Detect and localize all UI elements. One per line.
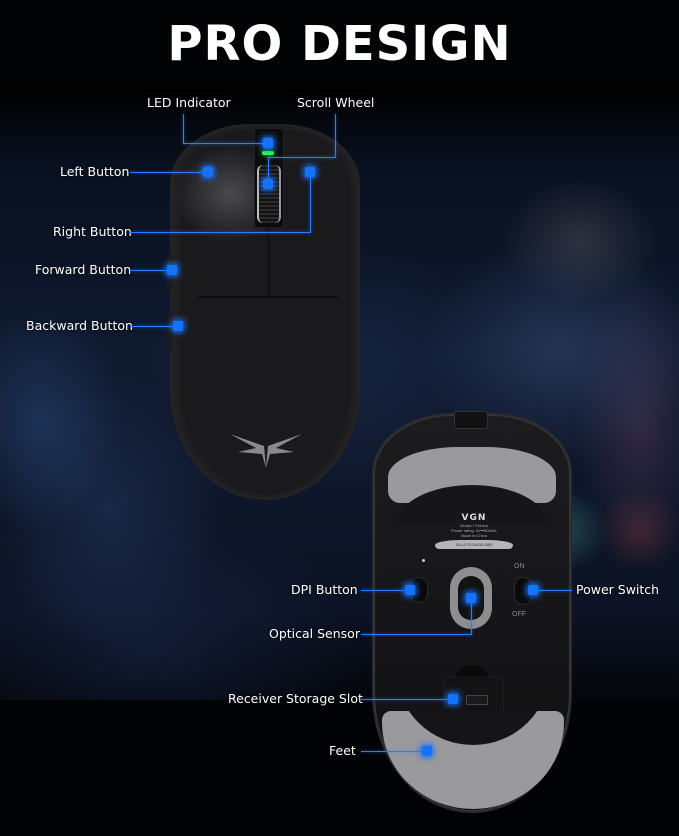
callout-right-button-label: Right Button: [53, 224, 132, 239]
callout-line: [268, 157, 336, 158]
callout-marker-backward-button: [173, 321, 183, 331]
power-rating-text: Power rating: 5V⎓500mA: [451, 528, 497, 533]
callout-marker-led-indicator: [263, 138, 273, 148]
serial-sticker: SALA72GA00D1885: [435, 540, 513, 549]
vgn-wing-logo-icon: [230, 434, 302, 468]
callout-backward-button-label: Backward Button: [26, 318, 133, 333]
callout-line: [130, 270, 168, 271]
callout-marker-dpi-button: [405, 585, 415, 595]
callout-marker-right-button: [305, 167, 315, 177]
callout-line: [536, 590, 572, 591]
backward-side-button: [167, 312, 173, 352]
brand-logo: VGN: [461, 513, 487, 523]
callout-line: [361, 751, 423, 752]
callout-line: [183, 114, 184, 144]
callout-line: [361, 699, 449, 700]
usb-receiver: [466, 695, 488, 705]
cable-port: [454, 411, 488, 429]
callout-line: [310, 175, 311, 233]
origin-text: Made in China: [461, 533, 487, 538]
callout-line: [361, 634, 472, 635]
led-indicator-light: [262, 151, 274, 155]
callout-receiver-slot-label: Receiver Storage Slot: [228, 691, 363, 706]
callout-left-button-label: Left Button: [60, 164, 130, 179]
callout-line: [335, 114, 336, 157]
callout-forward-button-label: Forward Button: [35, 262, 132, 277]
receiver-slot-notch: [456, 665, 488, 679]
underside-label: VGN Model: F1Moba Power rating: 5V⎓500mA…: [416, 513, 532, 549]
scroll-wheel: [257, 165, 281, 223]
callout-led-indicator-label: LED Indicator: [147, 95, 231, 110]
callout-line: [361, 590, 406, 591]
callout-dpi-button-label: DPI Button: [291, 582, 358, 597]
dpi-indicator-dot: [422, 559, 425, 562]
callout-line: [268, 157, 269, 183]
top-skate-foot: [388, 447, 556, 525]
background-bottom-band: [0, 700, 679, 836]
callout-marker-left-button: [203, 167, 213, 177]
callout-line: [183, 143, 268, 144]
callout-line: [130, 172, 206, 173]
callout-line: [471, 600, 472, 635]
callout-scroll-wheel-label: Scroll Wheel: [297, 95, 375, 110]
callout-marker-forward-button: [167, 265, 177, 275]
callout-line: [130, 326, 174, 327]
page-title: PRO DESIGN: [167, 16, 512, 72]
callout-marker-receiver-slot: [448, 694, 458, 704]
callout-marker-scroll-wheel: [263, 179, 273, 189]
model-text: Model: F1Moba: [460, 523, 488, 528]
callout-feet-label: Feet: [329, 743, 356, 758]
switch-on-label: ON: [514, 563, 525, 570]
callout-marker-feet: [422, 746, 432, 756]
mouse-bottom-view: VGN Model: F1Moba Power rating: 5V⎓500mA…: [372, 411, 572, 813]
callout-optical-sensor-label: Optical Sensor: [269, 626, 360, 641]
switch-off-label: OFF: [512, 611, 526, 618]
callout-power-switch-label: Power Switch: [576, 582, 660, 597]
callout-marker-optical-sensor: [466, 593, 476, 603]
callout-marker-power-switch: [528, 585, 538, 595]
palm-seam: [198, 296, 338, 298]
callout-line: [130, 232, 311, 233]
